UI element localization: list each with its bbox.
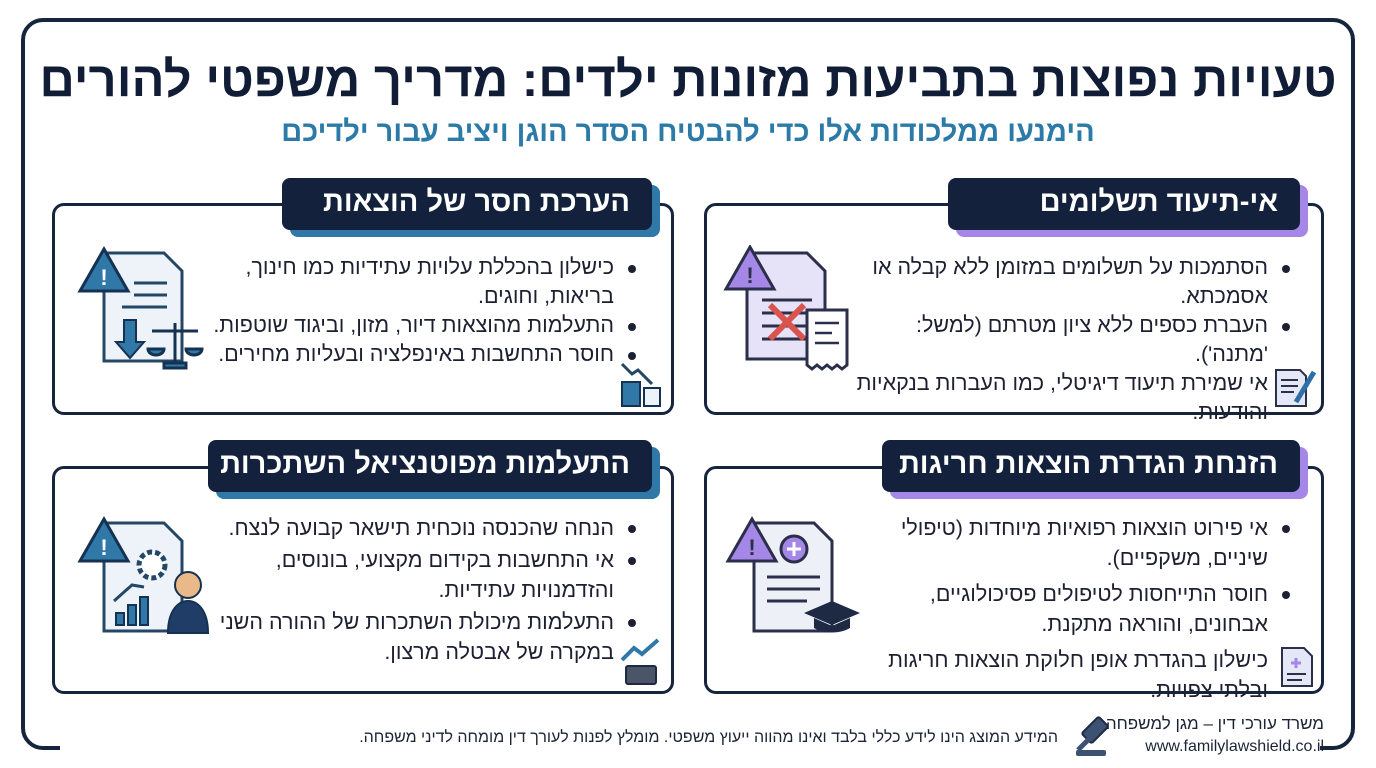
list-item: אי התחשבות בקידום מקצועי, בונוסים, והזדמ… (200, 545, 640, 605)
firm-name: משרד עורכי דין – מגן למשפחה (1105, 714, 1324, 733)
list-item: חוסר התייחסות לטיפולים פסיכולוגיים, אבחו… (854, 579, 1294, 639)
list-item: התעלמות מהוצאות דיור, מזון, וביגוד שוטפו… (200, 311, 640, 340)
svg-text:!: ! (748, 535, 755, 560)
svg-text:!: ! (746, 263, 753, 288)
disclaimer: המידע המוצג הינו לידע כללי בלבד ואינו מה… (359, 729, 1058, 746)
svg-text:!: ! (100, 535, 107, 560)
website-link[interactable]: www.familylawshield.co.il (1145, 738, 1324, 755)
career-growth-warning-icon: ! (77, 515, 210, 634)
page-subtitle: הימנעו ממלכודות אלו כדי להבטיח הסדר הוגן… (281, 116, 1095, 148)
list-item: התעלמות מיכולת השתכרות של ההורה השני במק… (200, 607, 640, 667)
card-title: הזנחת הגדרת הוצאות חריגות (882, 440, 1300, 492)
document-receipt-warning-icon: ! (723, 245, 849, 371)
card-title: אי-תיעוד תשלומים (948, 178, 1300, 230)
medical-document-graduation-icon: ! (725, 515, 860, 633)
bullet-list: אי פירוט הוצאות רפואיות מיוחדות (טיפולי … (854, 513, 1294, 705)
svg-text:!: ! (100, 265, 107, 290)
list-item: כישלון בהגדרת אופן חלוקת הוצאות חריגות ו… (854, 645, 1294, 705)
bullet-list: הנחה שהכנסה נוכחית תישאר קבועה לנצח. אי … (200, 513, 640, 667)
card-title: התעלמות מפוטנציאל השתכרות (208, 440, 652, 492)
calculator-decline-icon (620, 362, 661, 407)
card-title: הערכת חסר של הוצאות (282, 178, 652, 230)
medical-form-icon (1281, 647, 1313, 687)
list-item: הסתמכות על תשלומים במזומן ללא קבלה או אס… (854, 253, 1294, 311)
list-item: אי פירוט הוצאות רפואיות מיוחדות (טיפולי … (854, 513, 1294, 573)
bullet-list: הסתמכות על תשלומים במזומן ללא קבלה או אס… (854, 253, 1294, 427)
document-pen-icon (1275, 369, 1317, 407)
bullet-list: כישלון בהכללת עלויות עתידיות כמו חינוך, … (200, 253, 640, 369)
list-item: הנחה שהכנסה נוכחית תישאר קבועה לנצח. (200, 513, 640, 543)
document-scales-warning-icon: ! (77, 245, 204, 370)
list-item: חוסר התחשבות באינפלציה ובעליות מחירים. (200, 340, 640, 369)
gavel-icon (1076, 716, 1109, 756)
list-item: העברת כספים ללא ציון מטרתם (למשל: 'מתנה'… (854, 311, 1294, 369)
briefcase-growth-icon (620, 638, 660, 685)
list-item: אי שמירת תיעוד דיגיטלי, כמו העברות בנקאי… (854, 369, 1294, 427)
list-item: כישלון בהכללת עלויות עתידיות כמו חינוך, … (200, 253, 640, 311)
page-title: טעויות נפוצות בתביעות מזונות ילדים: מדרי… (39, 53, 1337, 107)
